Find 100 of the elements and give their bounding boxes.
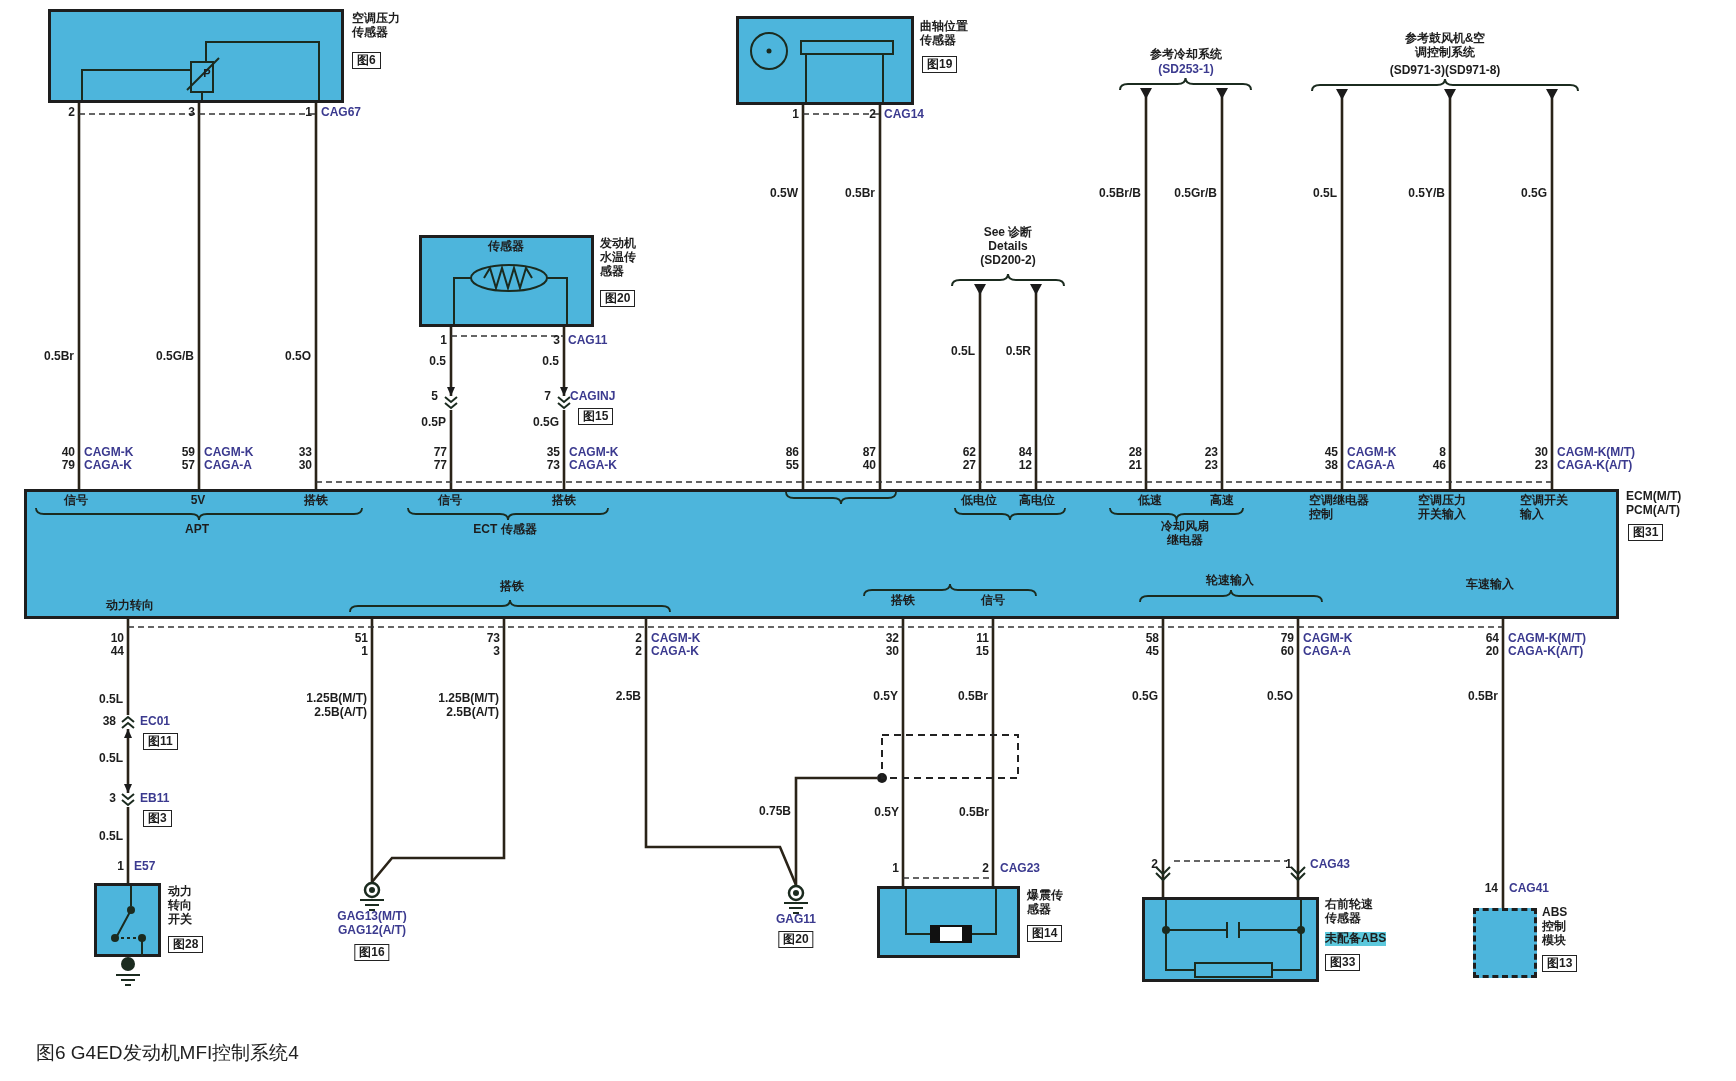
pin-number: 51 <box>354 632 368 646</box>
pin-function-label: 动力转向 <box>106 599 154 613</box>
junction-dot <box>877 773 887 783</box>
pin-number: 38 <box>102 715 116 729</box>
pin-number: 23 <box>1204 459 1218 473</box>
component-label: GAG13(M/T) GAG12(A/T) <box>336 910 408 938</box>
figure-ref-tag: 图20 <box>778 931 814 948</box>
connector-code: CAGM-K(M/T) <box>1508 632 1586 646</box>
pin-number: 8 <box>1439 446 1446 460</box>
pin-function-label: 搭铁 <box>891 594 915 608</box>
wire <box>801 105 805 489</box>
figure-ref-tag: 图31 <box>1628 524 1664 541</box>
pin-number: 30 <box>885 645 899 659</box>
figure-ref-tag: 图15 <box>578 408 614 425</box>
pin-number: 62 <box>962 446 976 460</box>
pin-function-label: 车速输入 <box>1466 578 1514 592</box>
pin-number: 57 <box>181 459 195 473</box>
component-label: 空调压力传感器 <box>352 12 401 40</box>
highlighted-note: 未配备ABS <box>1325 932 1387 946</box>
connector-code: EB11 <box>140 792 170 806</box>
pin-number: 33 <box>298 446 312 460</box>
pin-function-label: 高速 <box>1210 494 1234 508</box>
connector-code: CAGA-K <box>569 459 617 473</box>
pin-number: 32 <box>885 632 899 646</box>
figure-ref-tag: 图19 <box>922 56 958 73</box>
pin-number: 1 <box>117 860 124 874</box>
connector-code: CAGA-K(A/T) <box>1508 645 1584 659</box>
pin-function-label: 信号 <box>438 494 462 508</box>
pin-number: 2 <box>635 645 642 659</box>
figure-ref-tag: 图3 <box>143 810 172 827</box>
pin-function-label: 低电位 <box>961 494 997 508</box>
wire <box>901 619 905 886</box>
pin-function-label: ECT 传感器 <box>473 523 537 537</box>
connector-code: CAG14 <box>884 108 924 122</box>
wire <box>974 284 986 489</box>
wire-spec: 0.5Y <box>874 806 899 820</box>
pin-number: 20 <box>1485 645 1499 659</box>
pin-number: 1 <box>361 645 368 659</box>
figure-ref-tag: 图6 <box>352 52 381 69</box>
component-label: 参考冷却系统 <box>1150 48 1222 62</box>
pin-number: 21 <box>1128 459 1142 473</box>
connector-code: CAGA-A <box>204 459 252 473</box>
pin-number: 60 <box>1280 645 1294 659</box>
pin-number: 3 <box>493 645 500 659</box>
pin-function-label: 信号 <box>981 594 1005 608</box>
connector-code: CAGA-K <box>651 645 699 659</box>
connector-code: CAGM-K <box>204 446 254 460</box>
pin-number: 7 <box>544 390 551 404</box>
sensor-symbol-letter: P <box>203 67 211 80</box>
wire <box>1444 89 1456 489</box>
pin-number: 1 <box>892 862 899 876</box>
connector-code: CAGM-K <box>569 446 619 460</box>
pin-number: 12 <box>1018 459 1032 473</box>
pin-number: 64 <box>1485 632 1499 646</box>
wire <box>794 776 877 885</box>
pin-function-label: 高电位 <box>1019 494 1055 508</box>
pin-number: 1 <box>440 334 447 348</box>
component-label: 参考鼓风机&空调控制系统 <box>1404 32 1486 60</box>
wire <box>197 103 201 489</box>
pin-number: 2 <box>1151 858 1158 872</box>
pin-number: 77 <box>433 446 447 460</box>
pin-number: 3 <box>553 334 560 348</box>
pin-function-label: 搭铁 <box>552 494 576 508</box>
connector-code: CAGA-A <box>1303 645 1351 659</box>
component-label: See 诊断 Details <box>982 226 1034 254</box>
pin-number: 28 <box>1128 446 1142 460</box>
pin-number: 40 <box>61 446 75 460</box>
wire <box>314 103 318 489</box>
pin-number: 40 <box>862 459 876 473</box>
pin-number: 87 <box>862 446 876 460</box>
component-label: (SD253-1) <box>1158 63 1214 77</box>
pin-number: 14 <box>1484 882 1498 896</box>
pin-number: 45 <box>1145 645 1159 659</box>
pin-number: 15 <box>975 645 989 659</box>
pin-number: 59 <box>181 446 195 460</box>
connector-code: CAGM-K <box>84 446 134 460</box>
wire <box>562 410 566 489</box>
wire <box>1296 619 1300 897</box>
pin-number: 27 <box>962 459 976 473</box>
pin-function-label: 空调开关输入 <box>1520 494 1569 522</box>
wire <box>447 327 455 396</box>
figure-ref-tag: 图14 <box>1027 925 1063 942</box>
pin-number: 84 <box>1018 446 1032 460</box>
figure-ref-tag: 图33 <box>1325 954 1361 971</box>
component-label: 爆震传感器 <box>1027 889 1064 917</box>
pin-number: 23 <box>1534 459 1548 473</box>
connector-code: EC01 <box>140 715 171 729</box>
pin-function-label: 低速 <box>1138 494 1162 508</box>
wire <box>1216 88 1228 489</box>
pin-function-label: 传感器 <box>488 240 524 254</box>
pin-number: 79 <box>61 459 75 473</box>
wire-spec: 0.5Br <box>958 806 989 820</box>
component-label: (SD971-3)(SD971-8) <box>1389 64 1501 78</box>
pin-number: 86 <box>785 446 799 460</box>
wire <box>371 619 506 883</box>
connector-code: CAG41 <box>1509 882 1549 896</box>
component-label: ECM(M/T) PCM(A/T) <box>1626 490 1683 518</box>
wire <box>560 327 568 396</box>
pin-number: 58 <box>1145 632 1159 646</box>
figure-ref-tag: 图11 <box>143 733 178 750</box>
